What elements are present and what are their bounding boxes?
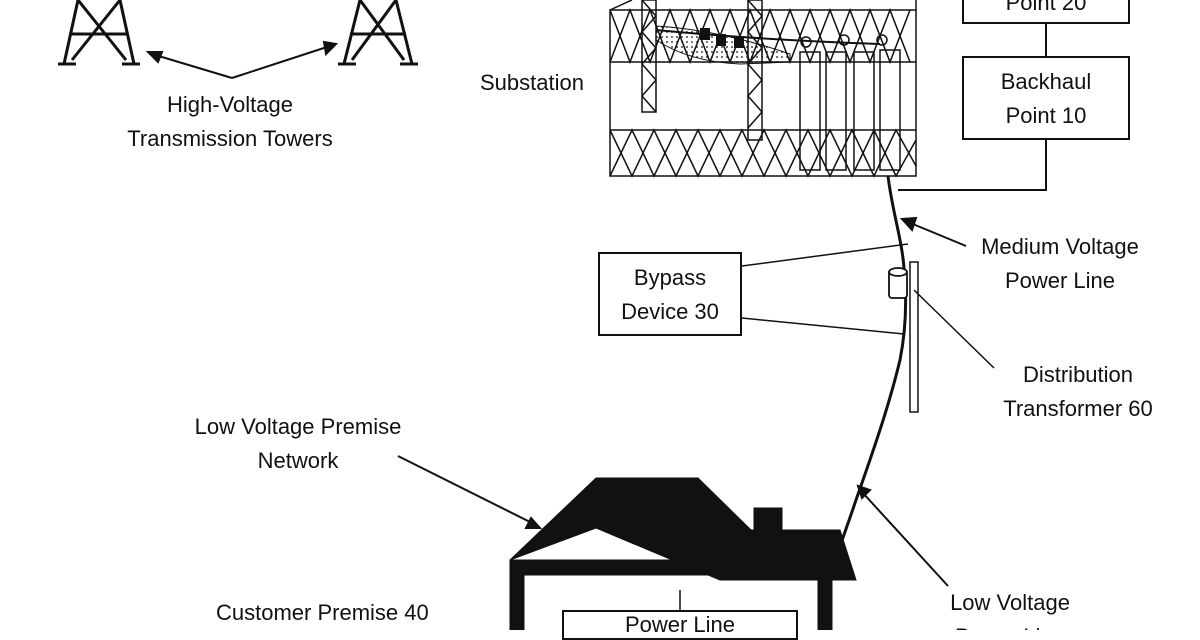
lvpl-arrow (856, 484, 949, 587)
distribution-transformer-label: Distribution Transformer 60 (980, 358, 1176, 426)
mv-line-label-line2: Power Line (1004, 268, 1116, 293)
premise-device-text: Power Line (624, 612, 736, 637)
customer-premise-label: Customer Premise 40 (216, 600, 429, 625)
bypass-leaders (741, 243, 909, 335)
bypass-text-line2: Device 30 (621, 299, 719, 324)
substation-wires (655, 29, 881, 45)
mv-line-arrow (899, 216, 967, 247)
distribution-transformer-can (888, 267, 908, 299)
medium-voltage-line (830, 175, 908, 576)
bypass-text-line1: Bypass (633, 265, 707, 290)
substation-label: Substation (480, 70, 584, 95)
towers-arrows (145, 40, 339, 79)
lvpn-label-line1: Low Voltage Premise (194, 414, 402, 439)
lvpn-arrow (397, 455, 543, 529)
lvpn-label-line2: Network (257, 448, 339, 473)
towers-label-line1: High-Voltage (167, 92, 293, 117)
point-20-text: Point 20 (1005, 0, 1087, 15)
utility-pole (909, 261, 919, 413)
backhaul-links (898, 24, 1047, 191)
backhaul-text-line1: Backhaul (1000, 69, 1092, 94)
point-20-box: Point 20 (962, 0, 1130, 24)
lv-power-line-label: Low Voltage Power Line (920, 586, 1100, 630)
lvpl-label-line2: Power Line (920, 620, 1100, 630)
house (509, 477, 857, 630)
mv-line-label: Medium Voltage Power Line (950, 230, 1170, 298)
bypass-device-box: Bypass Device 30 (598, 252, 742, 336)
dt-label-line1: Distribution (1022, 362, 1134, 387)
premise-device-box: Power Line (562, 610, 798, 640)
towers-label: High-Voltage Transmission Towers (90, 88, 370, 156)
lv-premise-network-label: Low Voltage Premise Network (158, 410, 438, 478)
mv-line-label-line1: Medium Voltage (981, 234, 1139, 259)
lvpl-label-line1: Low Voltage (950, 590, 1070, 615)
dt-leader (913, 289, 995, 369)
dt-label-line2: Transformer 60 (1003, 396, 1153, 421)
transmission-tower-right (338, 0, 418, 66)
towers-label-line2: Transmission Towers (127, 126, 333, 151)
backhaul-text-line2: Point 10 (1005, 103, 1087, 128)
backhaul-point-box: Backhaul Point 10 (962, 56, 1130, 140)
transmission-tower-left (58, 0, 140, 66)
